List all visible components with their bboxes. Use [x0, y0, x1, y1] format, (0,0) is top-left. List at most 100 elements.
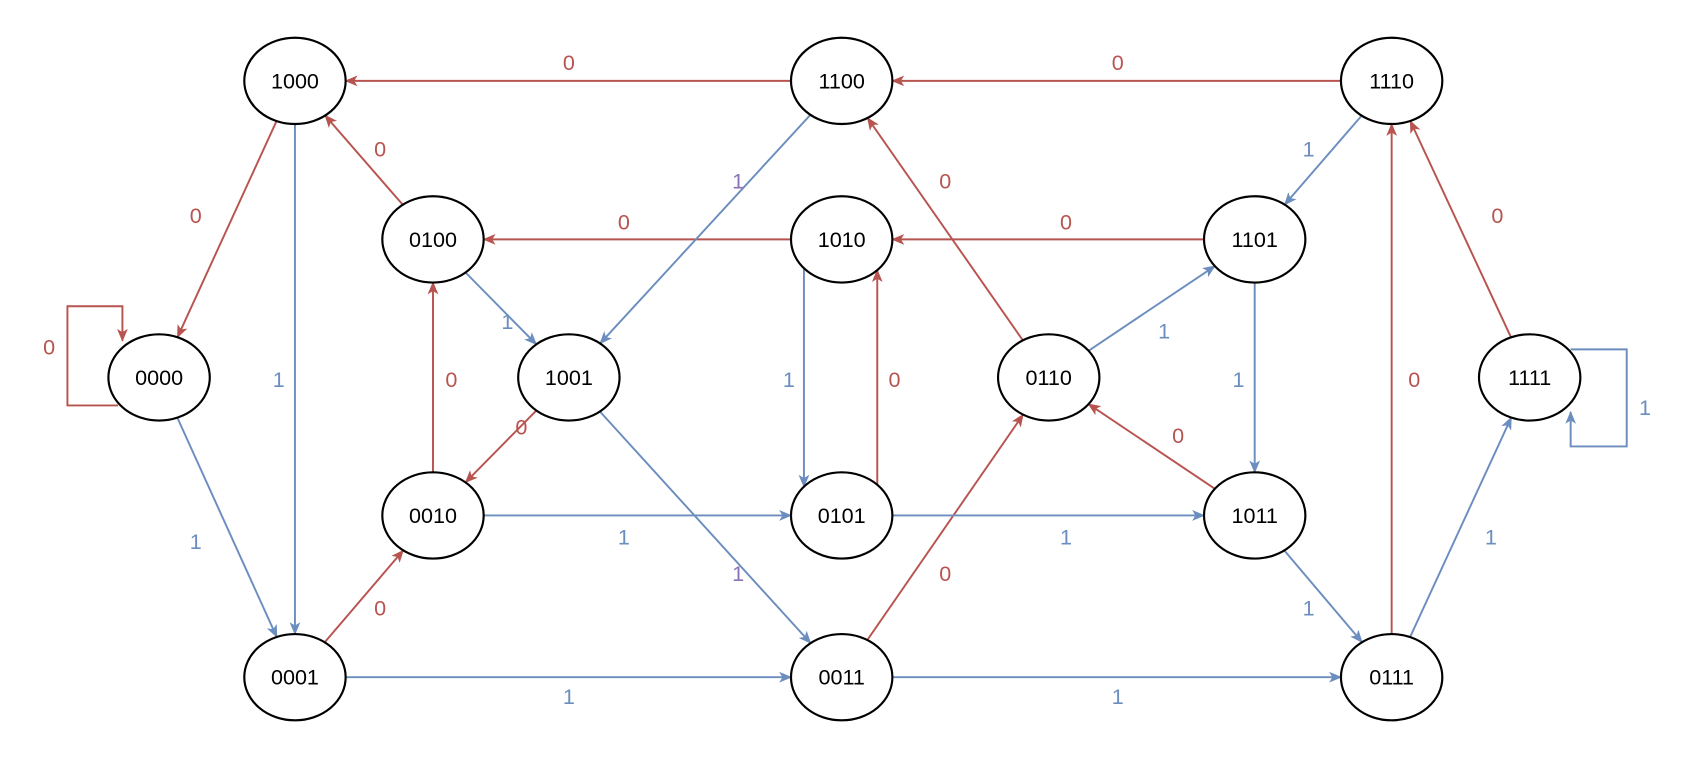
edge-label-1011-to-0111: 1 — [1303, 596, 1315, 621]
edge-label-0100-to-1000: 0 — [374, 136, 386, 161]
edge-1111-to-1110 — [1409, 120, 1512, 338]
edge-label-1011-to-0110: 0 — [1172, 423, 1184, 448]
state-node-0001: 0001 — [243, 632, 347, 722]
state-node-0101: 0101 — [789, 471, 894, 560]
edge-label-0000-to-0001: 1 — [190, 529, 202, 554]
state-node-1111: 1111 — [1477, 333, 1582, 422]
edge-label-1110-to-1101: 1 — [1303, 136, 1315, 161]
node-label: 0011 — [819, 665, 865, 690]
edge-label-0001-to-0011: 1 — [563, 684, 575, 709]
edge-label-1001-to-0011: 1 — [732, 561, 744, 586]
edge-1000-to-0000 — [176, 120, 278, 339]
node-label: 0000 — [135, 365, 183, 390]
node-label: 1100 — [819, 68, 865, 93]
edge-label-0111-to-1110: 0 — [1408, 367, 1420, 392]
edge-1111-to-1111 — [1565, 348, 1628, 448]
node-ellipse — [1477, 333, 1582, 422]
edge-1011-to-0111 — [1283, 549, 1363, 643]
edge-0111-to-1111 — [1409, 416, 1513, 638]
node-ellipse — [789, 632, 894, 722]
node-ellipse — [789, 36, 894, 126]
state-node-0100: 0100 — [381, 195, 485, 284]
edge-label-0100-to-1001: 1 — [501, 309, 513, 334]
state-node-1010: 1010 — [789, 195, 894, 284]
state-node-1000: 1000 — [243, 36, 347, 126]
edge-label-0011-to-0110: 0 — [939, 561, 951, 586]
edges-layer — [66, 75, 1628, 683]
edge-label-0011-to-0111: 1 — [1112, 684, 1124, 709]
edge-0100-to-1000 — [324, 114, 404, 206]
edge-0110-to-1101 — [1087, 265, 1216, 352]
edge-label-1100-to-1000: 0 — [563, 50, 575, 75]
state-node-1011: 1011 — [1202, 471, 1307, 560]
state-node-1101: 1101 — [1202, 195, 1307, 284]
node-ellipse — [107, 333, 211, 422]
edge-label-0010-to-0100: 0 — [445, 367, 457, 392]
edge-label-0101-to-1010: 0 — [889, 367, 901, 392]
node-label: 0101 — [818, 503, 866, 528]
edge-label-1000-to-0000: 0 — [190, 203, 202, 228]
edge-1100-to-1001 — [599, 114, 812, 345]
edge-label-1111-to-1110: 0 — [1491, 203, 1503, 228]
edge-0100-to-1001 — [464, 271, 538, 346]
state-node-0000: 0000 — [107, 333, 211, 422]
state-node-0011: 0011 — [789, 632, 894, 722]
edge-0000-to-0000 — [66, 305, 128, 407]
edge-1110-to-1101 — [1283, 114, 1363, 206]
edge-label-0111-to-1111: 1 — [1485, 525, 1497, 550]
node-ellipse — [1339, 632, 1444, 722]
edge-1001-to-0011 — [599, 410, 812, 644]
node-label: 0010 — [409, 503, 457, 528]
node-label: 0111 — [1369, 665, 1414, 690]
edge-0000-to-0001 — [176, 417, 278, 638]
node-ellipse — [1202, 471, 1307, 560]
node-label: 1001 — [545, 365, 593, 390]
edge-label-1001-to-0010: 0 — [515, 415, 527, 440]
node-ellipse — [1202, 195, 1307, 284]
edge-label-1100-to-1001: 1 — [732, 169, 744, 194]
state-node-0111: 0111 — [1339, 632, 1444, 722]
node-ellipse — [789, 195, 894, 284]
edge-label-1010-to-0100: 0 — [618, 210, 630, 235]
node-label: 1011 — [1232, 503, 1278, 528]
edge-label-0010-to-0101: 1 — [618, 525, 630, 550]
edge-label-0001-to-0010: 0 — [374, 596, 386, 621]
node-ellipse — [996, 333, 1101, 422]
node-label: 0100 — [409, 227, 457, 252]
edge-label-0101-to-1011: 1 — [1060, 525, 1072, 550]
node-ellipse — [381, 195, 485, 284]
node-ellipse — [243, 632, 347, 722]
node-label: 1000 — [271, 68, 319, 93]
edge-label-1000-to-0001: 1 — [273, 367, 285, 392]
node-label: 1101 — [1232, 227, 1278, 252]
state-node-1001: 1001 — [517, 333, 621, 422]
state-node-0010: 0010 — [381, 471, 485, 560]
edge-label-0000-to-0000: 0 — [43, 335, 55, 360]
edge-label-1010-to-0101: 1 — [783, 367, 795, 392]
node-label: 1111 — [1508, 365, 1551, 390]
edge-label-1101-to-1011: 1 — [1233, 367, 1245, 392]
edge-label-1111-to-1111: 1 — [1639, 395, 1651, 420]
edge-0110-to-1100 — [866, 117, 1024, 341]
node-ellipse — [381, 471, 485, 560]
edge-label-0110-to-1100: 0 — [939, 169, 951, 194]
nodes-layer: 0000000100100011010001010110011110001001… — [107, 36, 1582, 722]
edge-0011-to-0110 — [866, 413, 1024, 641]
node-ellipse — [517, 333, 621, 422]
state-node-1100: 1100 — [789, 36, 894, 126]
edge-1001-to-0010 — [464, 409, 537, 484]
node-label: 0001 — [271, 665, 319, 690]
edge-1011-to-0110 — [1087, 403, 1216, 490]
state-node-0110: 0110 — [996, 333, 1101, 422]
node-ellipse — [789, 471, 894, 560]
edge-label-1110-to-1100: 0 — [1112, 50, 1124, 75]
edge-0001-to-0010 — [323, 549, 404, 643]
node-ellipse — [1339, 36, 1444, 126]
node-label: 1110 — [1369, 68, 1414, 93]
node-label: 1010 — [818, 227, 866, 252]
edge-label-1101-to-1010: 0 — [1060, 210, 1072, 235]
node-label: 0110 — [1026, 365, 1072, 390]
state-node-1110: 1110 — [1339, 36, 1444, 126]
